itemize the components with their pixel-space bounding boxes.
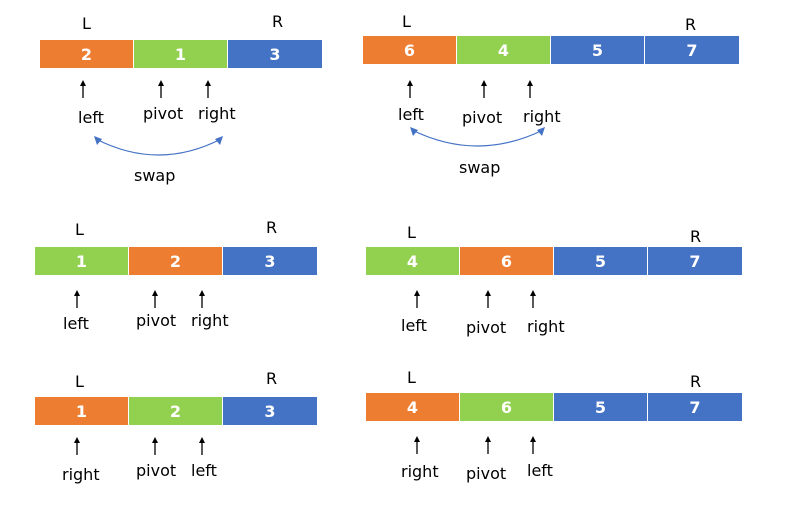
up-arrow-icon	[407, 80, 413, 98]
array-cell: 3	[228, 40, 322, 68]
label-R: R	[266, 369, 278, 388]
array-cell: 1	[134, 40, 228, 68]
label-R: R	[690, 372, 702, 391]
up-arrow-icon	[485, 436, 491, 454]
pointer-label-pivot: pivot	[136, 461, 177, 480]
label-L: L	[82, 14, 91, 33]
array-cell: 5	[551, 36, 645, 64]
up-arrow-icon	[152, 437, 158, 455]
up-arrow-icon	[481, 80, 487, 98]
array-cell: 1	[35, 397, 129, 425]
pointer-label-left: left	[191, 461, 217, 480]
pointer-label-right: right	[62, 465, 100, 484]
pointer-label-right: right	[523, 107, 561, 126]
pointer-label-pivot: pivot	[462, 108, 503, 127]
array-cell: 6	[460, 393, 554, 421]
pointer-label-left: left	[398, 105, 424, 124]
pointer-label-left: left	[401, 316, 427, 335]
array-cell: 7	[648, 393, 742, 421]
pointer-label-pivot: pivot	[466, 318, 507, 337]
pointer-label-left: left	[527, 461, 553, 480]
swap-label: swap	[459, 158, 501, 177]
array-cell: 3	[223, 397, 317, 425]
up-arrow-icon	[414, 436, 420, 454]
up-arrow-icon	[74, 290, 80, 308]
array-cell: 2	[129, 397, 223, 425]
up-arrow-icon	[530, 290, 536, 308]
pointer-label-left: left	[78, 108, 104, 127]
pointer-label-pivot: pivot	[136, 311, 177, 330]
array-cell: 7	[648, 247, 742, 275]
up-arrow-icon	[527, 80, 533, 98]
up-arrow-icon	[152, 290, 158, 308]
up-arrow-icon	[199, 290, 205, 308]
pointer-label-left: left	[63, 314, 89, 333]
label-R: R	[272, 12, 284, 31]
pointer-label-right: right	[527, 317, 565, 336]
up-arrow-icon	[414, 290, 420, 308]
array-cell: 7	[645, 36, 739, 64]
array-cell: 1	[35, 247, 129, 275]
up-arrow-icon	[485, 290, 491, 308]
array-cell: 5	[554, 247, 648, 275]
label-L: L	[75, 372, 84, 391]
array-cell: 4	[457, 36, 551, 64]
pointer-label-right: right	[198, 104, 236, 123]
label-L: L	[75, 220, 84, 239]
array-cell: 5	[554, 393, 648, 421]
label-L: L	[407, 368, 416, 387]
pointer-label-pivot: pivot	[143, 104, 184, 123]
up-arrow-icon	[205, 80, 211, 98]
pointer-label-right: right	[191, 311, 229, 330]
pointer-label-pivot: pivot	[466, 464, 507, 483]
up-arrow-icon	[158, 80, 164, 98]
up-arrow-icon	[80, 80, 86, 98]
label-R: R	[690, 227, 702, 246]
up-arrow-icon	[74, 437, 80, 455]
label-R: R	[266, 218, 278, 237]
array-cell: 6	[460, 247, 554, 275]
label-L: L	[407, 223, 416, 242]
swap-label: swap	[134, 166, 176, 185]
array-cell: 2	[40, 40, 134, 68]
array-cell: 2	[129, 247, 223, 275]
array-cell: 3	[223, 247, 317, 275]
array-cell: 6	[363, 36, 457, 64]
up-arrow-icon	[530, 436, 536, 454]
array-cell: 4	[366, 393, 460, 421]
array-cell: 4	[366, 247, 460, 275]
up-arrow-icon	[199, 437, 205, 455]
label-R: R	[685, 15, 697, 34]
label-L: L	[402, 12, 411, 31]
pointer-label-right: right	[401, 462, 439, 481]
